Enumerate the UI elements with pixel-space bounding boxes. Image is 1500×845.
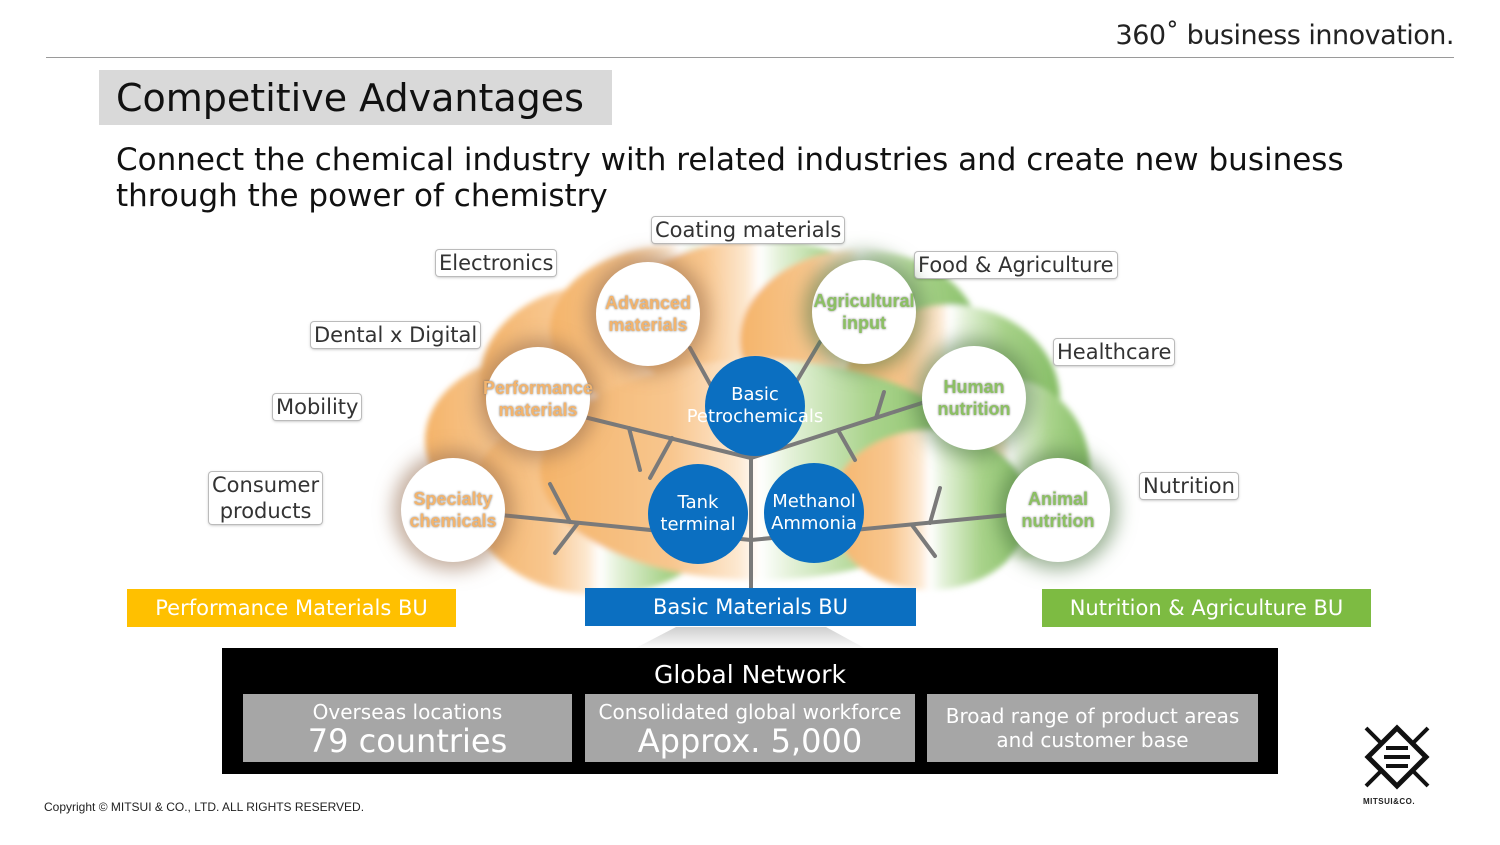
global-network-title: Global Network <box>653 660 847 689</box>
bu-performance-materials: Performance Materials BU <box>127 589 456 627</box>
industry-mobility: Mobility <box>273 394 362 420</box>
industry-nutrition: Nutrition <box>1140 473 1238 499</box>
industry-consumer-products: Consumer products <box>209 472 323 524</box>
tagline: 360˚ business innovation. <box>1115 20 1455 51</box>
industry-food-agriculture: Food & Agriculture <box>915 252 1117 278</box>
logo-text: MITSUI&CO. <box>1363 797 1416 806</box>
trunk-glow <box>632 627 868 650</box>
global-network-panel: Global Network Overseas locations 79 cou… <box>222 648 1278 774</box>
header-divider <box>46 57 1454 58</box>
industry-dental-digital: Dental x Digital <box>311 322 481 348</box>
copyright: Copyright © MITSUI & CO., LTD. ALL RIGHT… <box>44 800 365 814</box>
industry-healthcare: Healthcare <box>1054 339 1175 365</box>
bu-nutrition-agriculture: Nutrition & Agriculture BU <box>1042 589 1371 627</box>
page-title: Competitive Advantages <box>116 76 584 120</box>
card-global-workforce: Consolidated global workforce Approx. 5,… <box>585 694 915 762</box>
mitsui-logo-icon <box>1364 724 1430 790</box>
page-subtitle: Connect the chemical industry with relat… <box>116 142 1344 214</box>
card-overseas-locations: Overseas locations 79 countries <box>243 694 572 762</box>
bu-basic-materials: Basic Materials BU <box>585 588 916 626</box>
title-box: Competitive Advantages <box>99 70 612 125</box>
card-product-areas: Broad range of product areas and custome… <box>927 694 1258 762</box>
industry-electronics: Electronics <box>436 250 557 276</box>
industry-coating-materials: Coating materials <box>652 217 845 243</box>
